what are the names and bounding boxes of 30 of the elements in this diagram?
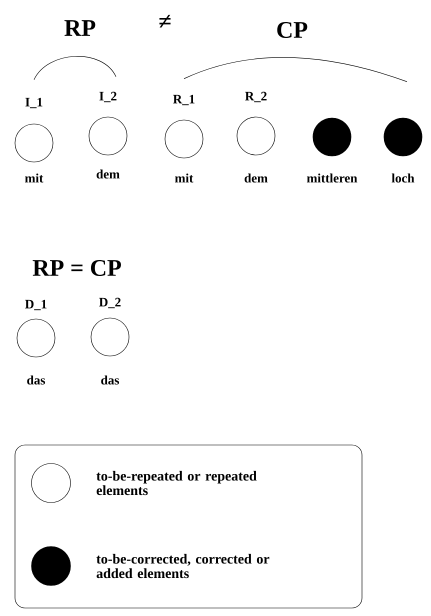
edge-label: CP xyxy=(277,22,308,38)
node-label: R_1 xyxy=(173,94,194,106)
word-label: das xyxy=(27,375,46,385)
circle-node xyxy=(312,118,352,156)
legend-text: to-be-repeated or repeated elements xyxy=(96,470,257,496)
node-label: D_1 xyxy=(25,300,46,310)
node-label: R_2 xyxy=(245,92,267,102)
word-label: das xyxy=(101,375,120,385)
node-label: D_2 xyxy=(99,298,121,308)
circle-node xyxy=(236,116,276,156)
circle-node xyxy=(14,124,54,162)
circle-node xyxy=(88,116,128,156)
relation-sign: ≠ xyxy=(159,14,171,28)
word-label: mittleren xyxy=(306,173,358,183)
arc xyxy=(34,56,116,80)
arc xyxy=(184,57,408,82)
word-label: mit xyxy=(25,173,44,183)
word-label: mit xyxy=(175,173,194,183)
circle-node xyxy=(384,118,422,156)
circle-node xyxy=(90,318,130,356)
equation-label: RP = CP xyxy=(32,260,121,276)
node-label: I_1 xyxy=(25,98,42,108)
node-label: I_2 xyxy=(99,92,116,102)
word-label: dem xyxy=(96,169,120,179)
edge-label: RP xyxy=(64,20,96,36)
word-label: loch xyxy=(392,173,414,183)
circle-node xyxy=(164,120,204,158)
word-label: dem xyxy=(244,173,268,183)
circle-node xyxy=(16,318,56,358)
legend-text: to-be-corrected, corrected or added elements xyxy=(96,554,270,578)
